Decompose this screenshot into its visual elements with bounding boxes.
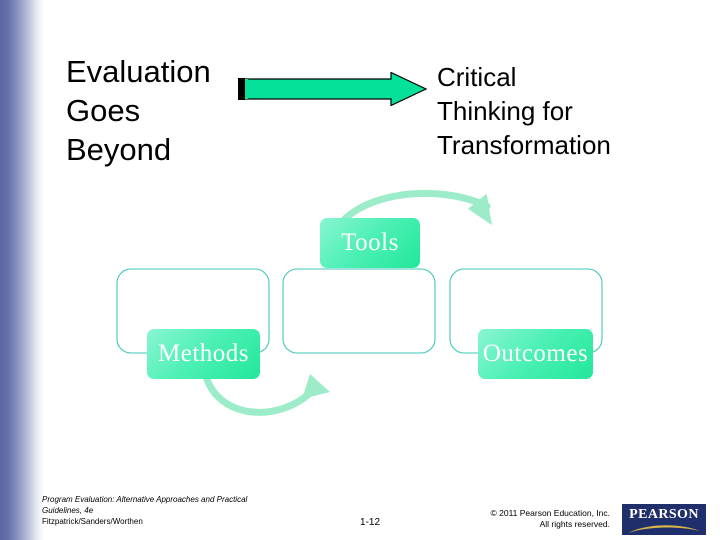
container-tools [282,268,436,354]
pearson-wordmark: PEARSON [629,507,699,522]
diagram-node-outcomes[interactable]: Outcomes [478,329,593,379]
footer-citation-block: Program Evaluation: Alternative Approach… [42,494,342,527]
pearson-logo: PEARSON [622,504,706,535]
slide-title-left: Evaluation Goes Beyond [66,54,211,167]
slide-page-number: 1-12 [359,517,380,528]
book-citation: Program Evaluation: Alternative Approach… [42,495,248,515]
pearson-swoosh-icon [628,525,700,533]
book-authors: Fitzpatrick/Sanders/Worthen [42,517,143,526]
left-gradient-band [0,0,44,540]
slide-title-right: Critical Thinking for Transformation [437,62,611,160]
diagram-node-tools[interactable]: Tools [320,218,420,268]
diagram-node-methods[interactable]: Methods [147,329,260,379]
copyright-notice: © 2011 Pearson Education, Inc. All right… [490,508,610,529]
big-right-arrow [236,71,428,107]
